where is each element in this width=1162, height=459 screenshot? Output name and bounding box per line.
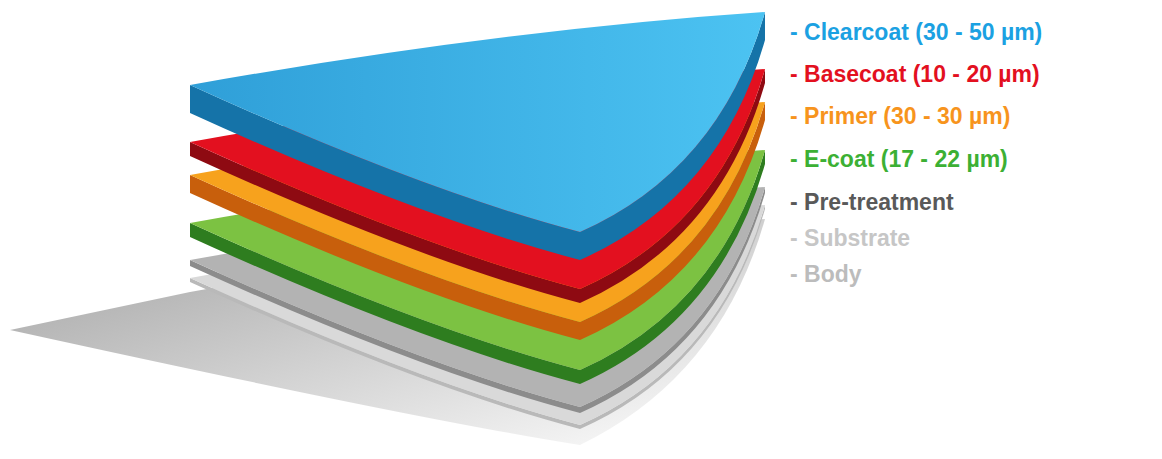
layer-label: - Body — [790, 260, 862, 288]
layer-label: - Basecoat (10 - 20 µm) — [790, 60, 1040, 88]
clearcoat-layer — [190, 12, 765, 260]
layer-label: - Pre-treatment — [790, 188, 954, 216]
layer-label: - Clearcoat (30 - 50 µm) — [790, 18, 1042, 46]
layer-label: - Substrate — [790, 224, 910, 252]
layer-label: - E-coat (17 - 22 µm) — [790, 145, 1008, 173]
layer-label: - Primer (30 - 30 µm) — [790, 102, 1010, 130]
